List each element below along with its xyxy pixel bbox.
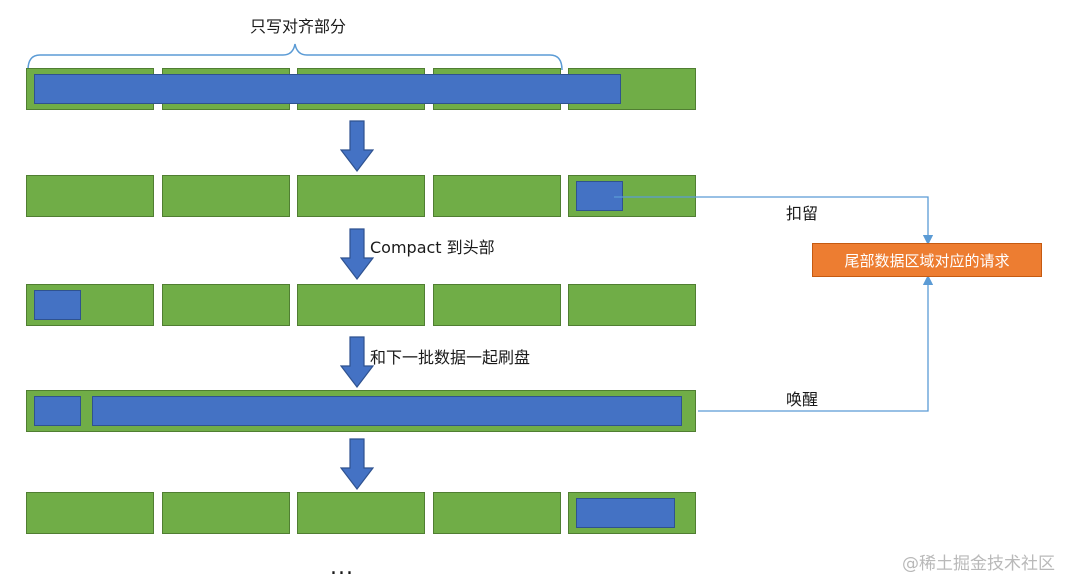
row-2-block-4 <box>432 175 561 217</box>
row-5-block-3 <box>297 492 425 534</box>
row-2-data-1 <box>576 181 624 211</box>
row-2-block-2 <box>161 175 290 217</box>
watermark-text: @稀土掘金技术社区 <box>902 554 1055 574</box>
down-arrow-icon <box>340 228 374 280</box>
wake-label: 唤醒 <box>786 390 819 409</box>
row-4-data-1 <box>34 396 82 426</box>
row-3-block-4 <box>432 284 561 326</box>
row-5-data-1 <box>576 498 675 528</box>
tail-request-box: 尾部数据区域对应的请求 <box>812 243 1042 277</box>
row-3-data-1 <box>34 290 82 320</box>
row-1-data-1 <box>34 74 621 104</box>
flush-with-next-label: 和下一批数据一起刷盘 <box>370 348 531 367</box>
continuation-ellipsis: ... <box>330 555 354 580</box>
row-3-block-3 <box>297 284 425 326</box>
row-5-block-2 <box>161 492 290 534</box>
down-arrow-icon <box>340 336 374 388</box>
row-4-data-2 <box>92 396 682 426</box>
hold-label: 扣留 <box>786 204 819 223</box>
row-2-block-3 <box>297 175 425 217</box>
down-arrow-icon <box>340 438 374 490</box>
wake-connector <box>698 274 934 412</box>
aligned-write-label: 只写对齐部分 <box>250 17 347 36</box>
row-3-block-2 <box>161 284 290 326</box>
row-5-block-4 <box>432 492 561 534</box>
row-3-block-5 <box>568 284 696 326</box>
row-2-block-1 <box>26 175 154 217</box>
compact-label: Compact 到头部 <box>370 238 495 257</box>
down-arrow-icon <box>340 120 374 172</box>
row-5-block-1 <box>26 492 154 534</box>
hold-connector <box>614 196 934 246</box>
